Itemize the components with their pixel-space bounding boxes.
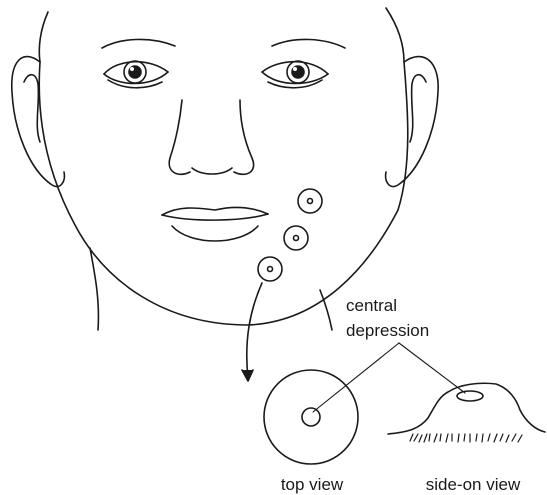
lesion [284, 226, 308, 250]
callout-label-line2: depression [346, 321, 429, 340]
right-eye [262, 61, 328, 88]
side-view-label: side-on view [426, 475, 521, 494]
side-view-illustration [388, 383, 545, 442]
lesions [258, 189, 322, 281]
skin-hairs [410, 434, 522, 442]
lesion [298, 189, 322, 213]
lesion [258, 257, 282, 281]
nose [169, 100, 253, 174]
callout-label-line1: central [346, 296, 397, 315]
face-outline [12, 8, 438, 330]
pointer-arrow [242, 283, 262, 381]
top-view-illustration [264, 370, 358, 464]
top-view-label: top view [281, 475, 344, 494]
eyebrows [102, 39, 345, 48]
left-eye [104, 61, 168, 88]
mouth [162, 207, 268, 241]
